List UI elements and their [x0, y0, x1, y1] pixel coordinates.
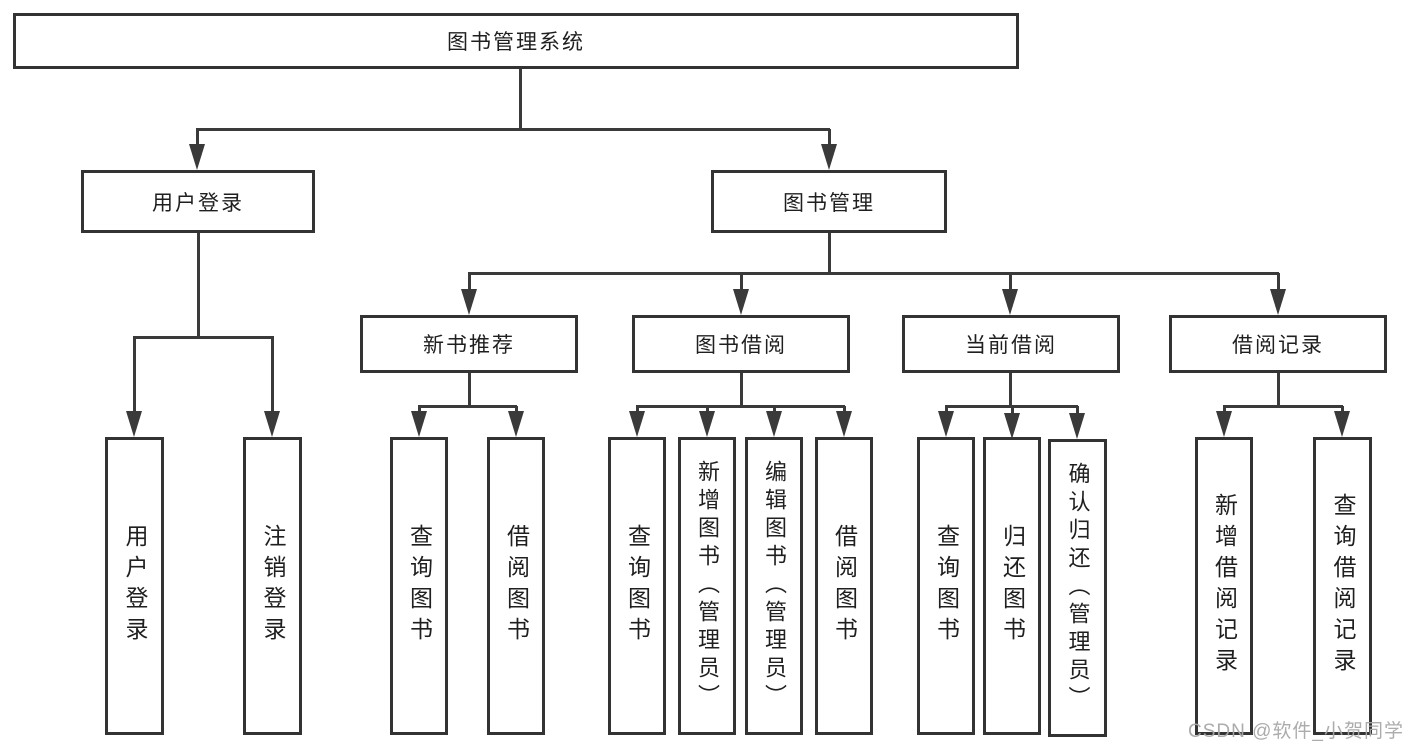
node-label: 确认归还（管理员）: [1065, 462, 1091, 714]
leaf-query-books-recommend: 查询图书: [390, 437, 448, 735]
leaf-query-books-current: 查询图书: [917, 437, 975, 735]
leaf-user-login: 用户登录: [105, 437, 164, 735]
arrowhead-down-icon: [821, 144, 837, 170]
connector-line: [418, 405, 517, 408]
leaf-query-books-borrow: 查询图书: [608, 437, 666, 735]
node-book-management: 图书管理: [711, 170, 947, 233]
csdn-watermark: CSDN @软件_小贺同学: [1188, 721, 1404, 742]
node-borrowing-records: 借阅记录: [1169, 315, 1387, 373]
arrowhead-down-icon: [126, 411, 142, 437]
arrowhead-down-icon: [189, 144, 205, 170]
node-current-borrowing: 当前借阅: [902, 315, 1120, 373]
arrowhead-down-icon: [508, 411, 524, 437]
arrowhead-down-icon: [1002, 289, 1018, 315]
connector-line: [271, 337, 274, 427]
arrowhead-down-icon: [1270, 289, 1286, 315]
leaf-confirm-return-admin: 确认归还（管理员）: [1048, 439, 1107, 737]
node-label: 新书推荐: [423, 334, 515, 357]
node-label: 借阅记录: [1232, 334, 1324, 357]
node-label: 当前借阅: [965, 334, 1057, 357]
connector-line: [828, 233, 831, 273]
node-label: 借阅图书: [831, 524, 858, 648]
node-label: 图书借阅: [695, 334, 787, 357]
arrowhead-down-icon: [461, 289, 477, 315]
leaf-borrow-books-recommend: 借阅图书: [487, 437, 545, 735]
arrowhead-down-icon: [938, 411, 954, 437]
connector-line: [740, 373, 743, 406]
arrowhead-down-icon: [1334, 411, 1350, 437]
connector-line: [468, 373, 471, 406]
connector-line: [133, 336, 274, 339]
node-label: 用户登录: [122, 524, 148, 648]
node-label: 查询借阅记录: [1330, 493, 1356, 679]
arrowhead-down-icon: [699, 411, 715, 437]
arrowhead-down-icon: [1216, 411, 1232, 437]
leaf-query-borrow-record: 查询借阅记录: [1313, 437, 1372, 735]
leaf-borrow-books-borrow: 借阅图书: [815, 437, 873, 735]
node-label: 查询图书: [624, 524, 651, 648]
node-label: 图书管理系统: [447, 31, 585, 54]
connector-line: [1223, 405, 1343, 408]
arrowhead-down-icon: [411, 411, 427, 437]
node-label: 用户登录: [152, 191, 244, 215]
arrowhead-down-icon: [264, 411, 280, 437]
connector-line: [1009, 373, 1012, 406]
node-label: 查询图书: [933, 524, 960, 648]
node-label: 图书管理: [783, 191, 875, 215]
leaf-edit-book-admin: 编辑图书（管理员）: [745, 437, 803, 735]
node-label: 借阅图书: [503, 524, 530, 648]
connector-line: [519, 68, 522, 129]
arrowhead-down-icon: [1004, 413, 1020, 439]
arrowhead-down-icon: [766, 411, 782, 437]
arrowhead-down-icon: [629, 411, 645, 437]
node-label: 归还图书: [999, 524, 1026, 648]
arrowhead-down-icon: [836, 411, 852, 437]
node-user-login: 用户登录: [81, 170, 315, 233]
connector-line: [196, 128, 830, 131]
leaf-logout: 注销登录: [243, 437, 302, 735]
node-label: 新增借阅记录: [1211, 493, 1238, 679]
connector-line: [636, 405, 845, 408]
node-label: 注销登录: [260, 524, 286, 648]
connector-line: [1277, 373, 1280, 406]
connector-line: [133, 337, 136, 427]
connector-line: [468, 272, 1279, 275]
node-label: 编辑图书（管理员）: [762, 460, 787, 712]
leaf-add-book-admin: 新增图书（管理员）: [678, 437, 736, 735]
leaf-add-borrow-record: 新增借阅记录: [1195, 437, 1253, 735]
leaf-return-book: 归还图书: [983, 437, 1041, 735]
arrowhead-down-icon: [1069, 413, 1085, 439]
node-root-system: 图书管理系统: [13, 13, 1019, 69]
node-new-book-recommend: 新书推荐: [360, 315, 578, 373]
node-book-borrowing: 图书借阅: [632, 315, 850, 373]
arrowhead-down-icon: [733, 289, 749, 315]
node-label: 查询图书: [406, 524, 433, 648]
connector-line: [197, 233, 200, 337]
node-label: 新增图书（管理员）: [695, 460, 720, 712]
